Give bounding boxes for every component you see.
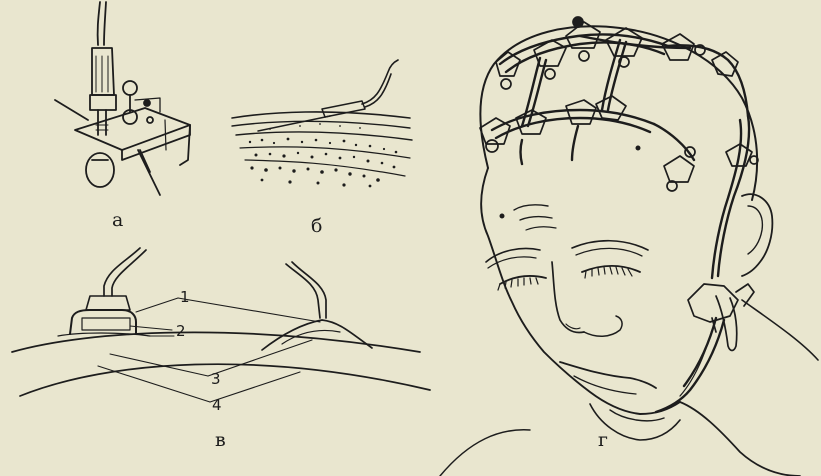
panel-b-label: б: [311, 215, 322, 237]
panel-a-label: а: [112, 209, 123, 231]
panel-g-label: г: [598, 429, 608, 451]
callout-1: 1: [180, 288, 190, 306]
callout-3: 3: [211, 370, 221, 388]
callout-2: 2: [176, 322, 186, 340]
callout-4: 4: [212, 396, 222, 414]
panel-v-label: в: [215, 429, 226, 451]
